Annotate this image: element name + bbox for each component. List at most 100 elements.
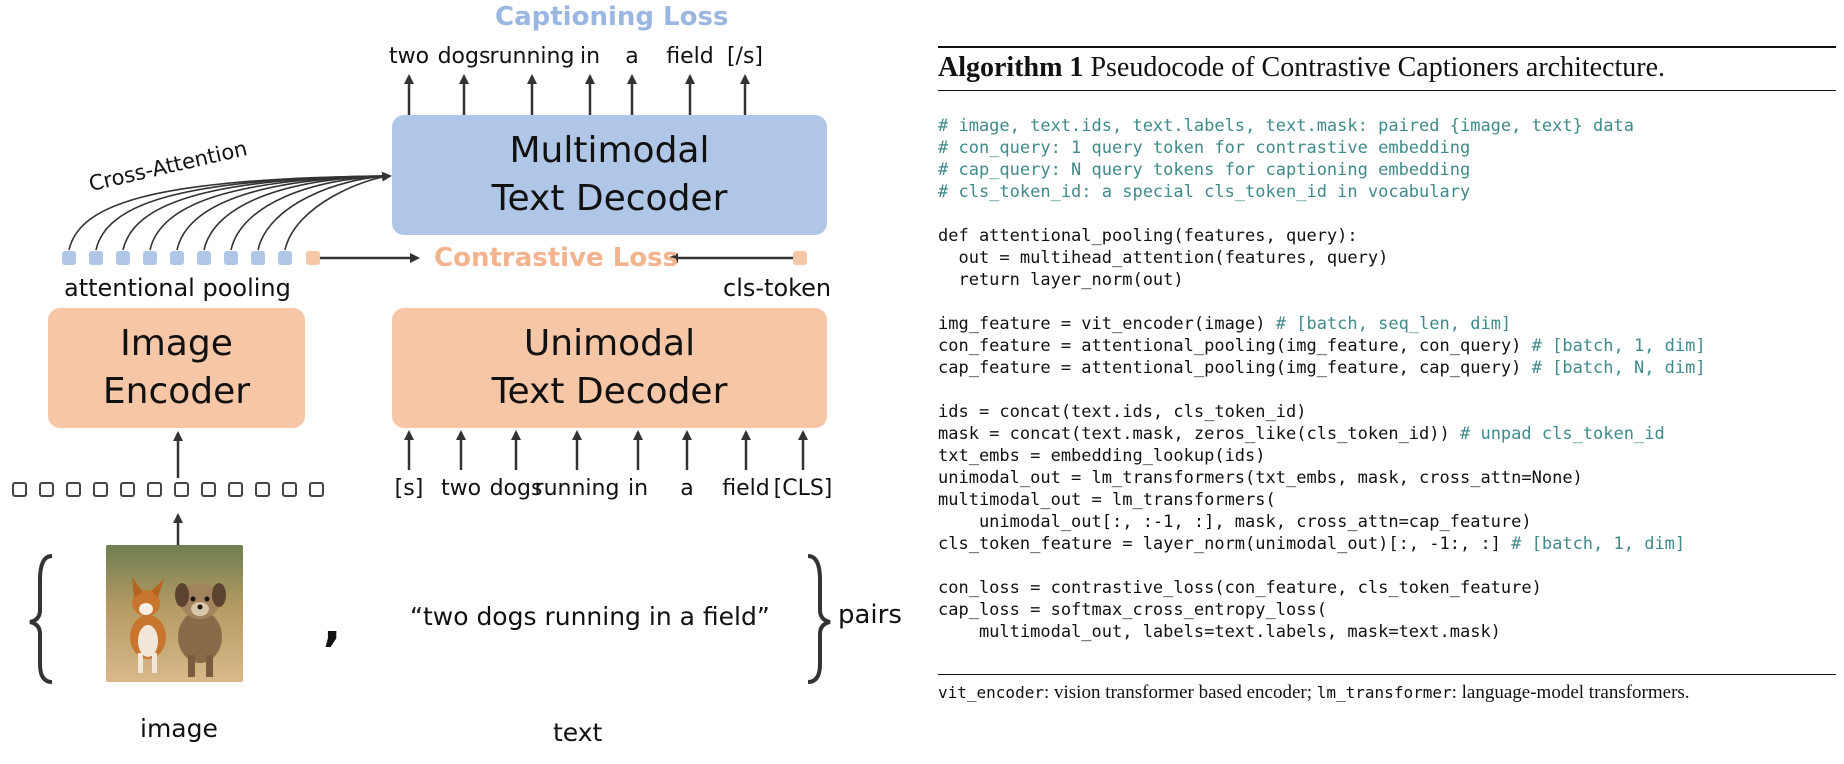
code-text: cls_token_feature = layer_norm(unimodal_…	[938, 534, 1512, 554]
image-encoder-line-1: Image	[120, 323, 233, 364]
code-line: con_feature = attentional_pooling(img_fe…	[938, 335, 1706, 357]
input-token: dogs	[489, 476, 543, 501]
input-token: field	[722, 476, 770, 501]
cross-attention-curve	[230, 175, 391, 251]
token-arrows	[404, 74, 808, 470]
cls-token-label: cls-token	[723, 274, 832, 302]
pooled-query-token	[62, 251, 76, 265]
code-line: # cls_token_id: a special cls_token_id i…	[938, 181, 1470, 203]
pooled-query-token	[197, 251, 211, 265]
code-text: cap_feature = attentional_pooling(img_fe…	[938, 358, 1532, 378]
cross-attention-curve	[95, 175, 391, 251]
input-token: a	[680, 476, 694, 501]
code-text: out = multihead_attention(features, quer…	[938, 248, 1389, 268]
code-line: con_loss = contrastive_loss(con_feature,…	[938, 577, 1542, 599]
image-patch	[282, 482, 297, 497]
algorithm-bottom-rule	[938, 674, 1836, 675]
image-patch	[255, 482, 270, 497]
code-line: cap_loss = softmax_cross_entropy_loss(	[938, 599, 1327, 621]
code-line: img_feature = vit_encoder(image) # [batc…	[938, 313, 1511, 335]
multimodal-line-2: Text Decoder	[491, 178, 728, 219]
code-line: ids = concat(text.ids, cls_token_id)	[938, 401, 1306, 423]
code-comment: # [batch, 1, dim]	[1511, 534, 1686, 554]
code-line: def attentional_pooling(features, query)…	[938, 225, 1358, 247]
image-patch	[309, 482, 324, 497]
algorithm-footnote: vit_encoder: vision transformer based en…	[938, 682, 1690, 704]
code-line: # image, text.ids, text.labels, text.mas…	[938, 115, 1634, 137]
code-text: multimodal_out = lm_transformers(	[938, 490, 1276, 510]
code-comment: # image, text.ids, text.labels, text.mas…	[938, 116, 1634, 136]
attentional-pooling-label: attentional pooling	[64, 274, 291, 302]
cross-attention-curve	[284, 171, 392, 251]
image-patch	[12, 482, 27, 497]
code-comment: # cls_token_id: a special cls_token_id i…	[938, 182, 1471, 202]
code-text: def attentional_pooling(features, query)…	[938, 226, 1358, 246]
cls-token-square	[793, 251, 807, 265]
contrastive-pool-token	[306, 251, 320, 265]
algorithm-title: Algorithm 1 Pseudocode of Contrastive Ca…	[938, 52, 1665, 84]
unimodal-line-1: Unimodal	[523, 323, 696, 364]
image-patch	[147, 482, 162, 497]
code-line: cap_feature = attentional_pooling(img_fe…	[938, 357, 1706, 379]
text-label: text	[553, 718, 603, 747]
code-comment: # cap_query: N query tokens for captioni…	[938, 160, 1471, 180]
code-text: return layer_norm(out)	[938, 270, 1184, 290]
code-line: out = multihead_attention(features, quer…	[938, 247, 1388, 269]
code-text: con_loss = contrastive_loss(con_feature,…	[938, 578, 1542, 598]
input-token: two	[440, 476, 482, 501]
code-line: return layer_norm(out)	[938, 269, 1184, 291]
code-line: multimodal_out, labels=text.labels, mask…	[938, 621, 1501, 643]
right-brace	[807, 554, 831, 684]
pooled-query-token	[278, 251, 292, 265]
input-token: [s]	[394, 476, 424, 501]
image-patch	[39, 482, 54, 497]
input-token: running	[534, 476, 620, 501]
contrastive-loss-label: Contrastive Loss	[434, 243, 679, 273]
pooled-query-token	[251, 251, 265, 265]
input-token: in	[627, 476, 649, 501]
dogs-photo	[106, 545, 243, 682]
code-text: unimodal_out[:, :-1, :], mask, cross_att…	[938, 512, 1532, 532]
code-comment: # [batch, 1, dim]	[1531, 336, 1706, 356]
code-line: # cap_query: N query tokens for captioni…	[938, 159, 1470, 181]
code-line: txt_embs = embedding_lookup(ids)	[938, 445, 1266, 467]
footnote-term-lm: lm_transformer	[1316, 683, 1452, 702]
code-line: # con_query: 1 query token for contrasti…	[938, 137, 1470, 159]
output-token: [/s]	[726, 44, 764, 69]
image-patch	[201, 482, 216, 497]
code-text: unimodal_out = lm_transformers(txt_embs,…	[938, 468, 1583, 488]
algorithm-number: Algorithm 1	[938, 52, 1084, 83]
output-token: in	[579, 44, 601, 69]
pooled-query-token	[89, 251, 103, 265]
left-brace	[29, 554, 53, 684]
pooled-query-token	[170, 251, 184, 265]
cross-attention-curves	[68, 171, 392, 251]
image-label: image	[140, 714, 218, 743]
code-comment: # [batch, seq_len, dim]	[1275, 314, 1512, 334]
image-patch	[120, 482, 135, 497]
code-text: multimodal_out, labels=text.labels, mask…	[938, 622, 1501, 642]
output-token: two	[388, 44, 430, 69]
multimodal-line-1: Multimodal	[509, 130, 710, 171]
code-line: multimodal_out = lm_transformers(	[938, 489, 1276, 511]
output-token: field	[666, 44, 714, 69]
output-token: a	[625, 44, 639, 69]
code-text: txt_embs = embedding_lookup(ids)	[938, 446, 1266, 466]
algorithm-top-rule	[938, 46, 1836, 48]
output-token: running	[489, 44, 575, 69]
algorithm-panel: Algorithm 1 Pseudocode of Contrastive Ca…	[938, 46, 1836, 706]
output-token: dogs	[437, 44, 491, 69]
image-patch	[66, 482, 81, 497]
pair-comma: ,	[323, 596, 342, 652]
code-line: cls_token_feature = layer_norm(unimodal_…	[938, 533, 1685, 555]
captioning-loss-label: Captioning Loss	[495, 2, 729, 32]
cross-attention-curve	[203, 175, 391, 251]
code-comment: # [batch, N, dim]	[1531, 358, 1706, 378]
image-patch	[228, 482, 243, 497]
cross-attention-curve	[257, 175, 391, 251]
diagram-connectors	[29, 74, 831, 684]
image-patch	[93, 482, 108, 497]
